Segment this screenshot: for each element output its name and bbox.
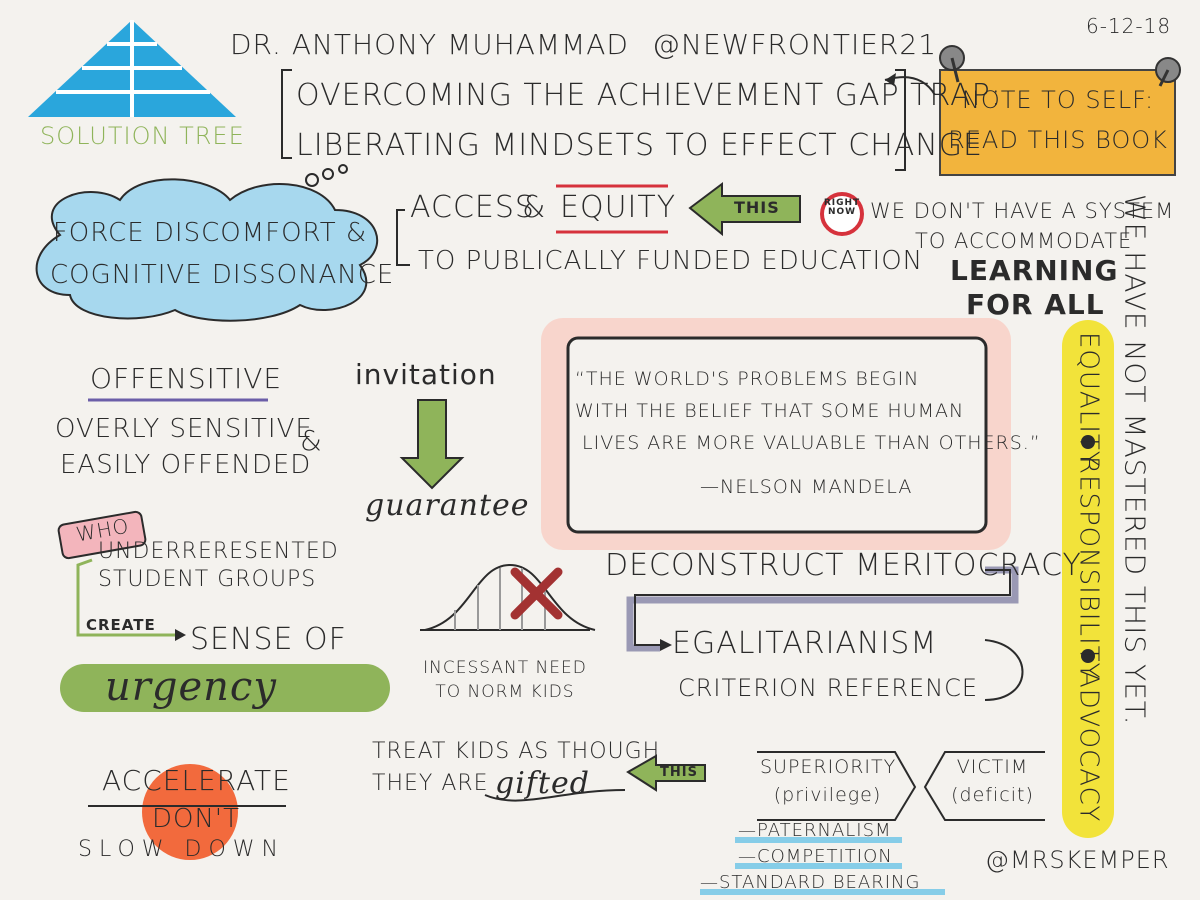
bell-curve-icon: [420, 563, 596, 631]
brand-label: SOLUTION TREE: [40, 122, 245, 150]
note-line2: READ THIS BOOK: [948, 126, 1168, 154]
access-amp: &: [522, 190, 547, 225]
superiority-label: SUPERIORITY: [760, 756, 897, 778]
standard-bearing-item: —STANDARD BEARING: [700, 872, 921, 893]
book-title-line2: LIBERATING MINDSETS TO EFFECT CHANGE: [296, 128, 983, 163]
norm-line1: INCESSANT NEED: [423, 658, 587, 678]
this-arrow-label-top: THIS: [734, 198, 780, 217]
author-handle: @NEWFRONTIER21: [652, 28, 938, 61]
cloud-line1: FORCE DISCOMFORT &: [52, 218, 368, 248]
privilege-label: (privilege): [773, 784, 882, 806]
red-x-icon: [510, 567, 563, 620]
no-system-line1: WE DON'T HAVE A SYSTEM: [870, 199, 1175, 223]
gifted-line1: TREAT KIDS AS THOUGH: [372, 739, 661, 764]
right-now-badge-line1: RIGHT: [823, 198, 861, 208]
access-line2: TO PUBLICALLY FUNDED EDUCATION: [418, 246, 924, 276]
guarantee-label: guarantee: [365, 488, 530, 523]
thought-cloud-icon: [35, 164, 379, 322]
value-advocacy: ADVOCACY: [1073, 670, 1104, 823]
value-equality: EQUALITY: [1073, 332, 1104, 468]
accelerate-label: ACCELERATE: [102, 764, 291, 797]
not-mastered-vertical: WE HAVE NOT MASTERED THIS YET.: [1118, 194, 1152, 726]
offensitive-amp: &: [300, 424, 323, 457]
who-line2: STUDENT GROUPS: [98, 567, 317, 592]
this-arrow-label-bottom: THIS: [660, 765, 698, 780]
competition-item: —COMPETITION: [738, 846, 893, 867]
offensitive-line2: EASILY OFFENDED: [60, 450, 312, 480]
note-line1: NOTE TO SELF:: [961, 86, 1155, 114]
criterion-label: CRITERION REFERENCE: [678, 674, 979, 702]
gifted-word: gifted: [495, 766, 590, 801]
date-label: 6-12-18: [1086, 14, 1172, 38]
meritocracy-title: DECONSTRUCT MERITOCRACY: [605, 548, 1082, 583]
gifted-line2a: THEY ARE: [372, 771, 489, 796]
offensitive-line1: OVERLY SENSITIVE: [55, 414, 313, 444]
invitation-label: invitation: [355, 358, 497, 391]
credit-handle: @MRSKEMPER: [985, 846, 1170, 874]
quote-line3: LIVES ARE MORE VALUABLE THAN OTHERS.”: [582, 432, 1041, 454]
value-responsibility: RESPONSIBILITY: [1073, 456, 1104, 680]
quote-author: —NELSON MANDELA: [700, 476, 913, 498]
no-system-line2: TO ACCOMMODATE: [915, 229, 1133, 253]
urgency-label: urgency: [105, 664, 277, 710]
offensitive-title: OFFENSITIVE: [90, 362, 283, 395]
learning-label: LEARNING: [950, 254, 1119, 287]
access-label: ACCESS: [410, 190, 535, 225]
competition-text: COMPETITION: [757, 846, 893, 867]
solution-tree-logo-icon: [28, 20, 236, 117]
paternalism-item: —PATERNALISM: [738, 820, 892, 841]
right-now-badge-line2: NOW: [827, 207, 857, 218]
cloud-line2: COGNITIVE DISSONANCE: [50, 260, 395, 290]
slow-down-label: SLOW DOWN: [78, 837, 285, 862]
egalitarianism-label: EGALITARIANISM: [672, 626, 938, 661]
paternalism-text: PATERNALISM: [757, 820, 892, 841]
norm-line2: TO NORM KIDS: [435, 682, 575, 702]
for-all-label: FOR ALL: [966, 288, 1105, 321]
dont-label: DON'T: [152, 804, 240, 834]
book-title-line1: OVERCOMING THE ACHIEVEMENT GAP TRAP:: [296, 78, 1002, 113]
quote-line2: WITH THE BELIEF THAT SOME HUMAN: [575, 400, 965, 422]
note-sticky: [939, 45, 1181, 176]
quote-line1: “THE WORLD'S PROBLEMS BEGIN: [575, 368, 920, 390]
standard-bearing-text: STANDARD BEARING: [719, 872, 921, 893]
victim-label: VICTIM: [956, 756, 1029, 778]
equity-label: EQUITY: [560, 190, 677, 225]
who-line1: UNDERRERESENTED: [98, 539, 339, 564]
right-now-badge: RIGHT NOW: [822, 198, 862, 218]
deficit-label: (deficit): [951, 784, 1034, 806]
author-name: DR. ANTHONY MUHAMMAD: [230, 28, 629, 61]
create-label: CREATE: [86, 616, 156, 634]
sense-of-label: SENSE OF: [190, 622, 347, 657]
